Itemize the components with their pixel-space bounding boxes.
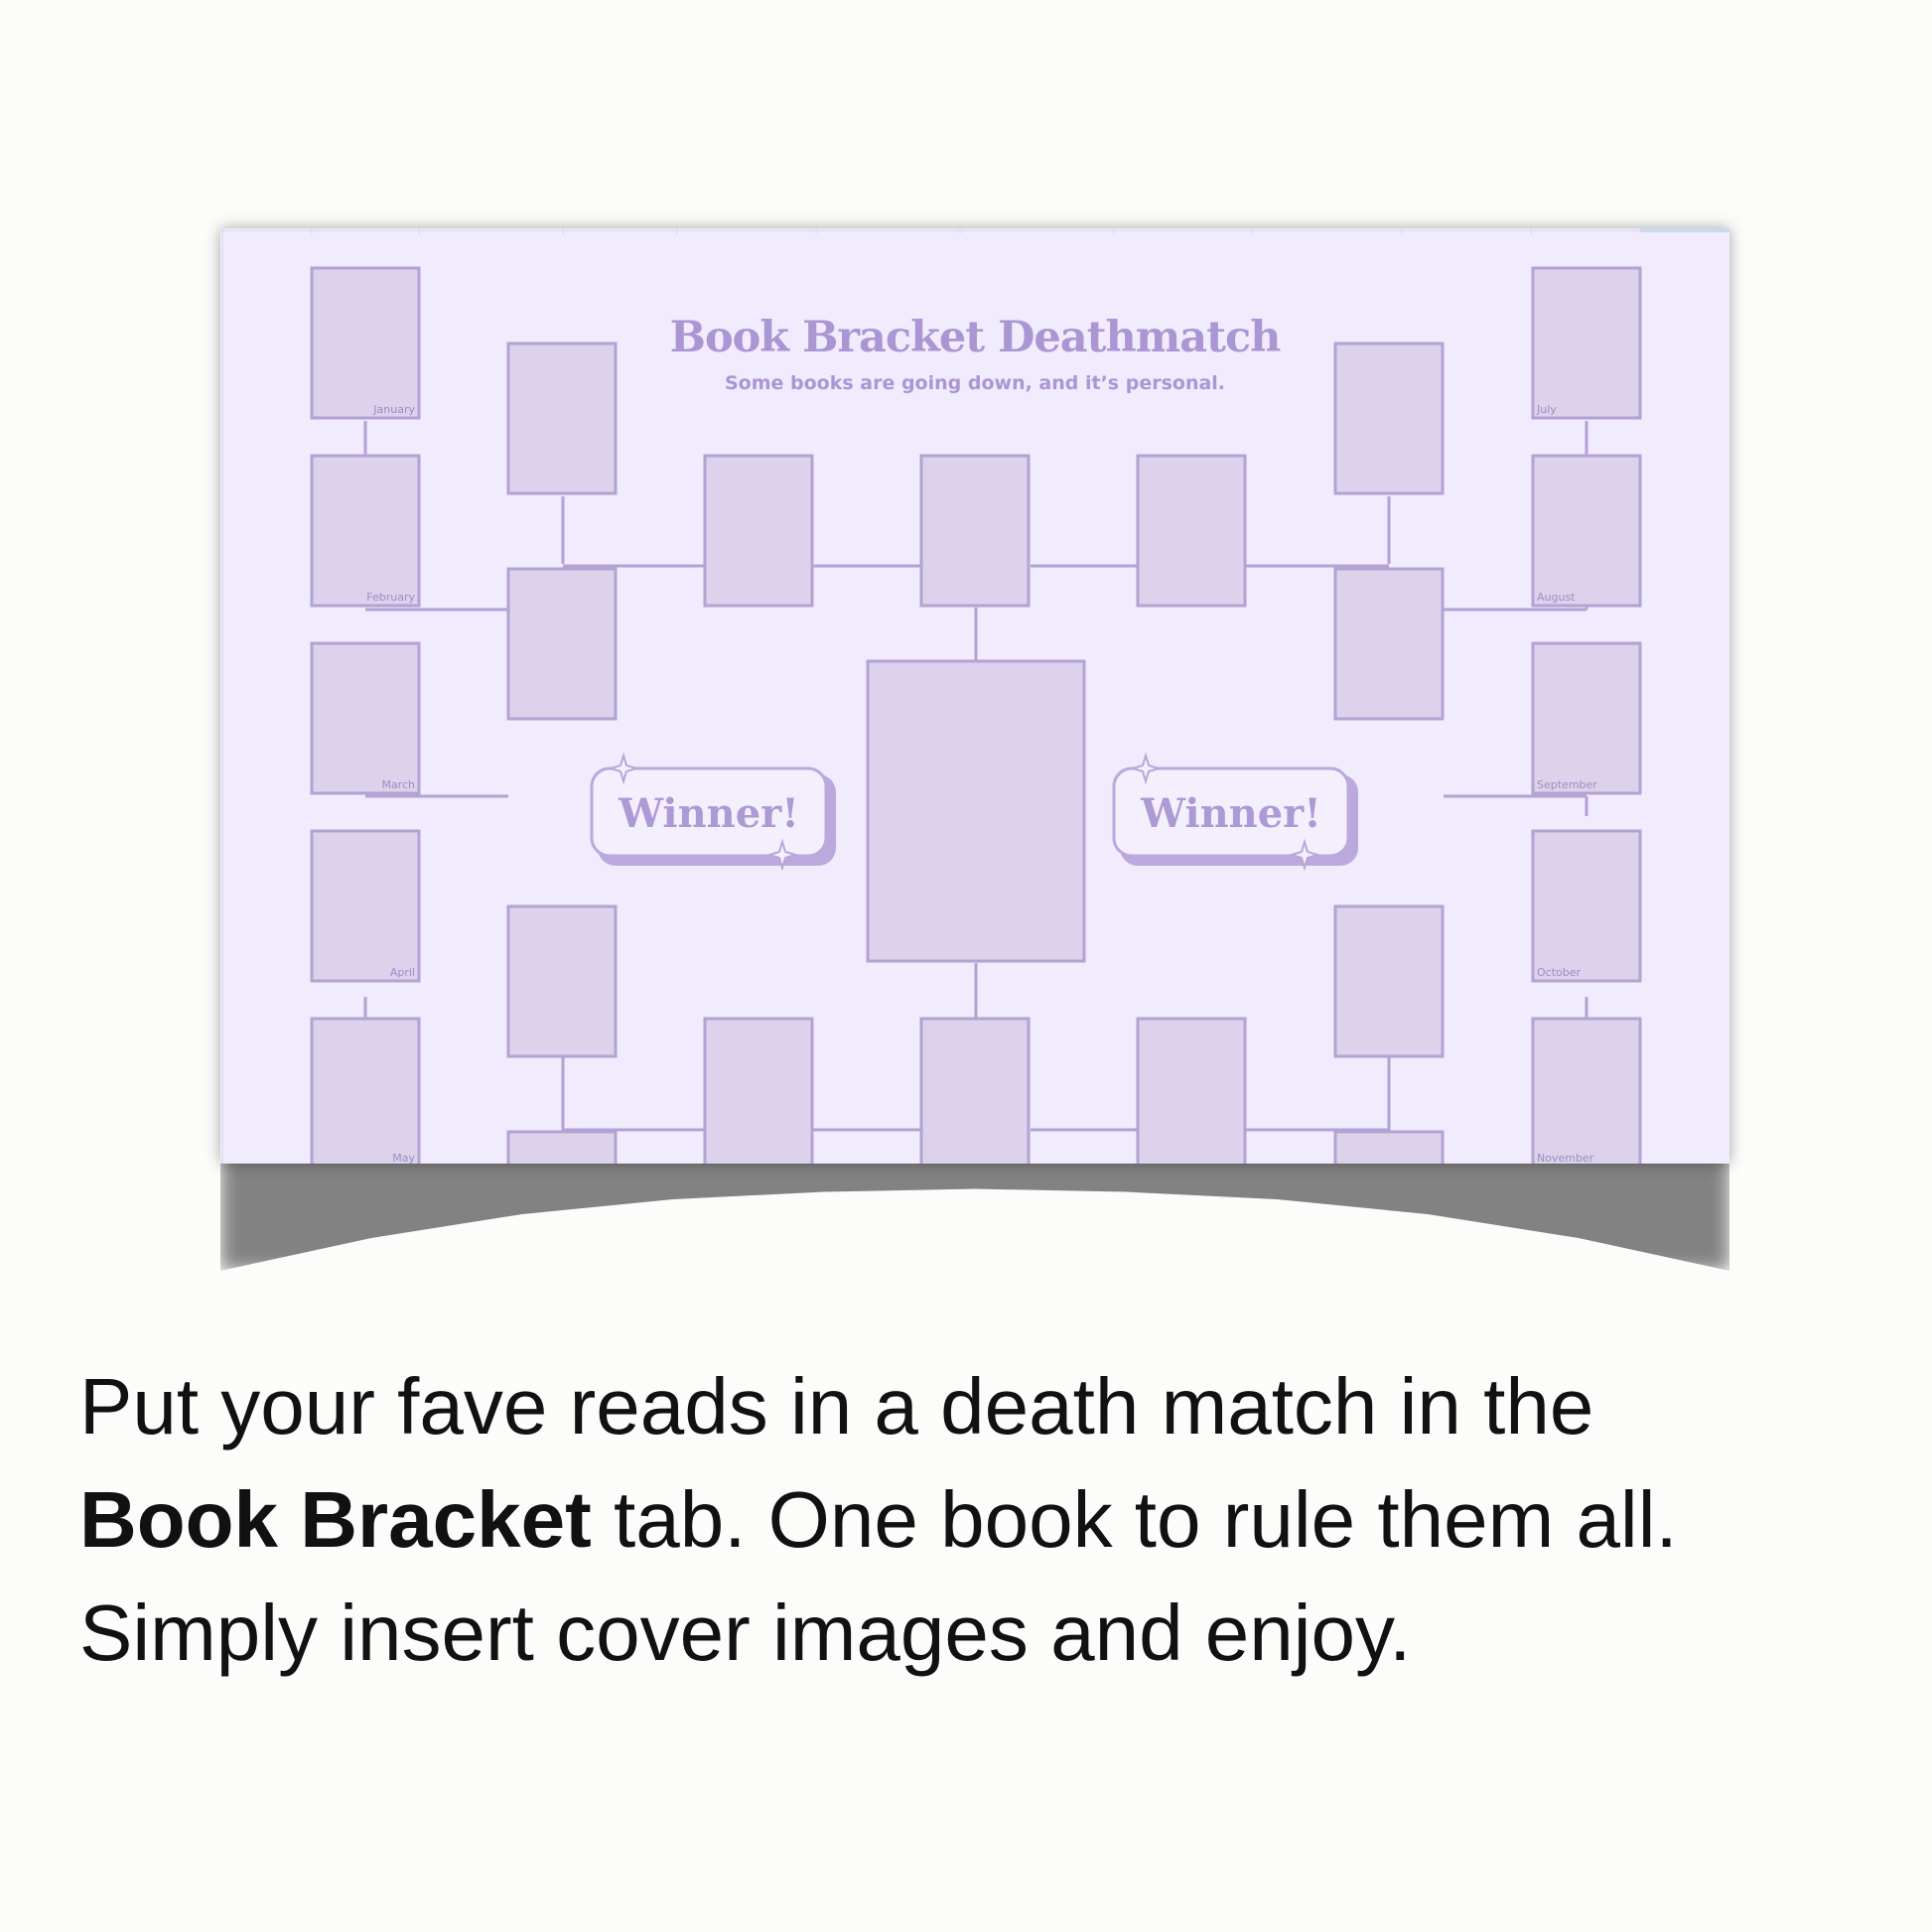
book-slot[interactable]	[1333, 904, 1445, 1058]
bracket-title: Book Bracket Deathmatch	[670, 313, 1282, 362]
book-slot[interactable]	[1136, 1017, 1247, 1164]
month-label: October	[1537, 966, 1581, 979]
caption-line-3: Simply insert cover images and enjoy.	[79, 1588, 1412, 1677]
book-slot[interactable]	[310, 266, 421, 420]
month-label: March	[381, 778, 415, 791]
right-round-2	[1333, 342, 1445, 1164]
month-label: August	[1537, 591, 1576, 604]
grid-ticks	[220, 228, 1729, 1164]
book-slot[interactable]	[1531, 454, 1642, 608]
book-slot[interactable]	[1531, 1017, 1642, 1164]
sparkle-icon	[1288, 838, 1321, 872]
month-label: February	[366, 591, 415, 604]
book-slot[interactable]	[506, 567, 618, 721]
book-slot[interactable]	[310, 641, 421, 795]
sparkle-icon	[607, 752, 640, 785]
selection-marker	[1640, 228, 1729, 232]
winner-label: Winner!	[618, 790, 799, 837]
book-slot[interactable]	[1333, 342, 1445, 495]
bracket-subtitle: Some books are going down, and it’s pers…	[725, 372, 1225, 394]
book-slot[interactable]	[506, 1130, 618, 1164]
winner-badge-right: Winner!	[1112, 752, 1358, 872]
month-label: September	[1537, 778, 1597, 791]
promo-caption: Put your fave reads in a death match in …	[79, 1350, 1886, 1690]
caption-line-2: tab. One book to rule them all.	[613, 1475, 1678, 1564]
caption-bold-tab-name: Book Bracket	[79, 1475, 592, 1564]
left-round-2	[506, 342, 618, 1164]
book-slot[interactable]	[919, 454, 1031, 608]
winner-label: Winner!	[1140, 790, 1321, 837]
book-slot[interactable]	[1531, 641, 1642, 795]
book-slot[interactable]	[919, 1017, 1031, 1164]
month-label: January	[372, 403, 415, 416]
book-slot[interactable]	[703, 1017, 814, 1164]
month-label: July	[1536, 403, 1557, 416]
bracket-canvas: January February March April May	[220, 228, 1729, 1164]
caption-line-1: Put your fave reads in a death match in …	[79, 1362, 1594, 1450]
bracket-sheet-preview: January February March April May	[220, 228, 1729, 1164]
right-column: July August September October November	[1531, 266, 1642, 1164]
book-slot[interactable]	[1531, 829, 1642, 983]
center-rounds	[703, 454, 1247, 1164]
book-slot[interactable]	[1333, 567, 1445, 721]
month-label: May	[392, 1152, 415, 1164]
sparkle-icon	[765, 838, 799, 872]
book-slot[interactable]	[310, 1017, 421, 1164]
champion-slot[interactable]	[866, 659, 1086, 963]
month-label: November	[1537, 1152, 1594, 1164]
book-slot[interactable]	[703, 454, 814, 608]
book-slot[interactable]	[1531, 266, 1642, 420]
book-slot[interactable]	[506, 904, 618, 1058]
book-slot[interactable]	[1136, 454, 1247, 608]
winner-badge-left: Winner!	[590, 752, 836, 872]
book-slot[interactable]	[506, 342, 618, 495]
month-label: April	[390, 966, 415, 979]
book-slot[interactable]	[1333, 1130, 1445, 1164]
book-slot[interactable]	[310, 454, 421, 608]
book-slot[interactable]	[310, 829, 421, 983]
sparkle-icon	[1129, 752, 1163, 785]
left-column: January February March April May	[310, 266, 421, 1164]
